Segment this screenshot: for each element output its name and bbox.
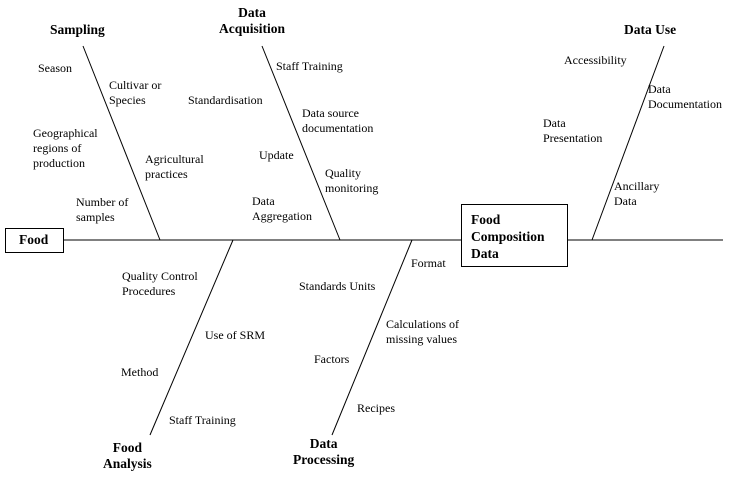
cause-quality-monitoring: Quality monitoring bbox=[325, 166, 379, 195]
cause-accessibility: Accessibility bbox=[564, 53, 627, 67]
bone-data-use bbox=[591, 45, 665, 241]
category-food-analysis: Food Analysis bbox=[103, 440, 152, 471]
cause-calculations-missing-values: Calculations of missing values bbox=[386, 317, 459, 346]
category-data-use: Data Use bbox=[624, 22, 677, 37]
cause-update: Update bbox=[259, 148, 294, 162]
cause-standardisation: Standardisation bbox=[188, 93, 263, 107]
cause-staff-training-analysis: Staff Training bbox=[169, 413, 236, 427]
cause-data-documentation: Data Documentation bbox=[648, 82, 722, 111]
cause-standards-units: Standards Units bbox=[299, 279, 376, 293]
effect-label: Food Composition Data bbox=[471, 212, 545, 261]
cause-ancillary-data: Ancillary Data bbox=[614, 179, 660, 208]
bone-food-analysis bbox=[149, 239, 234, 436]
category-data-acquisition: Data Acquisition bbox=[219, 5, 286, 36]
bone-data-processing bbox=[331, 239, 413, 436]
cause-factors: Factors bbox=[314, 352, 350, 366]
category-data-processing: Data Processing bbox=[293, 436, 355, 467]
cause-format: Format bbox=[411, 256, 446, 270]
cause-use-of-srm: Use of SRM bbox=[205, 328, 266, 342]
head-box: Food bbox=[5, 228, 64, 253]
cause-data-source-documentation: Data source documentation bbox=[302, 106, 374, 135]
cause-method: Method bbox=[121, 365, 159, 379]
cause-staff-training-acq: Staff Training bbox=[276, 59, 343, 73]
bone-sampling bbox=[82, 45, 161, 241]
cause-data-presentation: Data Presentation bbox=[543, 116, 603, 145]
cause-quality-control-procedures: Quality Control Procedures bbox=[122, 269, 198, 298]
cause-number-of-samples: Number of samples bbox=[76, 195, 129, 224]
effect-box: Food Composition Data bbox=[461, 204, 568, 267]
cause-cultivar-or-species: Cultivar or Species bbox=[109, 78, 162, 107]
bone-data-acquisition bbox=[261, 45, 341, 241]
cause-agricultural-practices: Agricultural practices bbox=[145, 152, 204, 181]
cause-geographical-regions: Geographical regions of production bbox=[33, 126, 98, 170]
head-label: Food bbox=[19, 232, 49, 247]
cause-season: Season bbox=[38, 61, 72, 75]
cause-recipes: Recipes bbox=[357, 401, 395, 415]
cause-data-aggregation: Data Aggregation bbox=[252, 194, 312, 223]
category-sampling: Sampling bbox=[50, 22, 105, 37]
